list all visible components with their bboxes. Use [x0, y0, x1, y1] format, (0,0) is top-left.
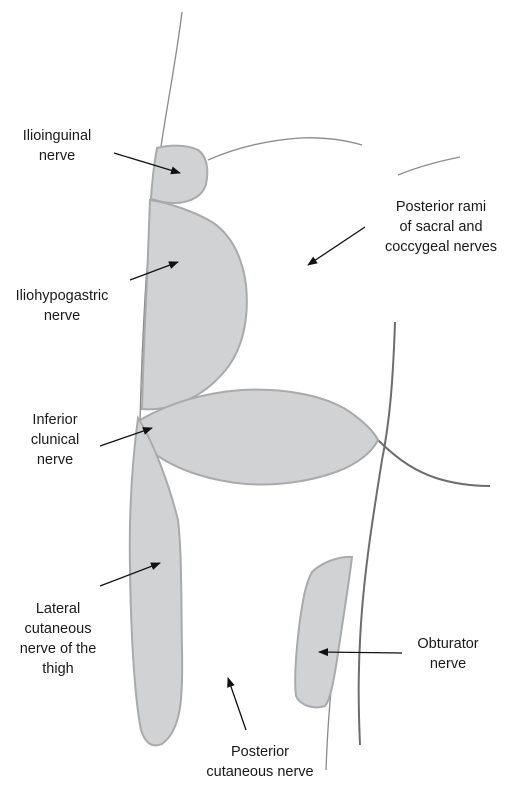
iliohypogastric-nerve-label: Iliohypogastric nerve: [2, 286, 122, 326]
inner-leg-outline: [359, 322, 395, 745]
posterior-cutaneous-arrow: [228, 678, 246, 730]
ilioinguinal-region: [151, 146, 207, 203]
lateral-cutaneous-region: [130, 418, 182, 745]
posterior-cutaneous-nerve-label: Posterior cutaneous nerve: [190, 742, 330, 782]
obturator-region: [295, 557, 352, 708]
iliohypogastric-region: [142, 200, 247, 409]
obturator-nerve-label: Obturator nerve: [398, 634, 498, 674]
inferior-clunical-nerve-label: Inferior clunical nerve: [10, 410, 100, 470]
lateral-cutaneous-nerve-label: Lateral cutaneous nerve of the thigh: [8, 599, 108, 679]
buttock-crease-outline: [398, 157, 460, 175]
ilioinguinal-nerve-label: Ilioinguinal nerve: [12, 126, 102, 166]
gluteal-fold-outline: [378, 440, 490, 486]
posterior-rami-label: Posterior rami of sacral and coccygeal n…: [368, 197, 514, 257]
posterior-rami-arrow: [308, 227, 365, 265]
buttock-fold-outline: [208, 138, 362, 160]
inferior-clunical-region: [140, 390, 378, 485]
